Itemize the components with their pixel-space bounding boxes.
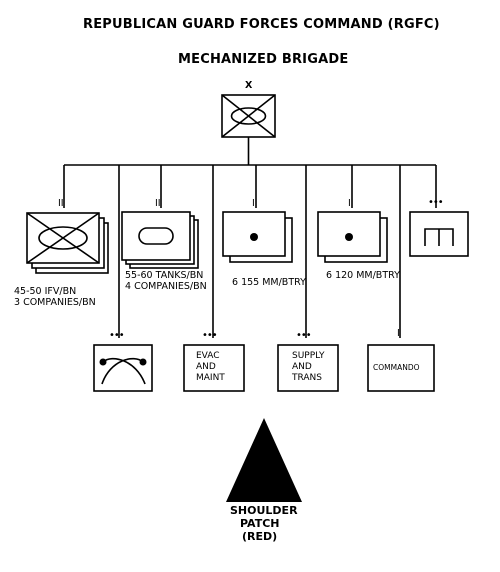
armor-box xyxy=(121,211,191,261)
unit-1-label-line-2: 3 COMPANIES/BN xyxy=(14,297,96,308)
unit-4-label-line-1: 6 120 MM/BTRY xyxy=(326,270,400,281)
shoulder-patch-triangle xyxy=(226,418,302,502)
support-3-label-line-3: TRANS xyxy=(292,373,322,383)
unit-5-echelon: ••• xyxy=(428,197,444,208)
supply-trans-box xyxy=(277,344,339,392)
unit-1-echelon: II xyxy=(58,198,64,209)
unit-2-label-line-1: 55-60 TANKS/BN xyxy=(125,270,204,281)
unit-1-label-line-1: 45-50 IFV/BN xyxy=(14,286,77,297)
chart-subtitle: MECHANIZED BRIGADE xyxy=(178,52,349,67)
hq-echelon: X xyxy=(245,80,253,91)
chart-title: REPUBLICAN GUARD FORCES COMMAND (RGFC) xyxy=(83,17,440,32)
unit-3-echelon: I xyxy=(252,198,255,209)
unit-2-label-line-2: 4 COMPANIES/BN xyxy=(125,281,207,292)
patch-caption-line-2: PATCH xyxy=(240,517,280,530)
unit-2-echelon: II xyxy=(155,198,161,209)
support-1-echelon: ••• xyxy=(109,330,125,341)
support-2-label-line-3: MAINT xyxy=(196,373,225,383)
support-4-echelon: I xyxy=(397,328,400,339)
unit-3-label-line-1: 6 155 MM/BTRY xyxy=(232,277,306,288)
unit-4-echelon: I xyxy=(348,198,351,209)
patch-caption-line-3: (RED) xyxy=(242,530,278,543)
support-3-label-line-1: SUPPLY xyxy=(292,351,325,361)
evac-maint-box xyxy=(183,344,245,392)
support-2-label-line-1: EVAC xyxy=(196,351,220,361)
support-2-label-line-2: AND xyxy=(196,362,216,372)
patch-caption-line-1: SHOULDER xyxy=(230,504,298,517)
support-3-label-line-2: AND xyxy=(292,362,312,372)
commando-box xyxy=(367,344,435,392)
support-2-echelon: ••• xyxy=(202,330,218,341)
support-4-label-line-1: COMMANDO xyxy=(373,363,420,372)
signal-box xyxy=(93,344,153,392)
support-3-echelon: ••• xyxy=(296,330,312,341)
